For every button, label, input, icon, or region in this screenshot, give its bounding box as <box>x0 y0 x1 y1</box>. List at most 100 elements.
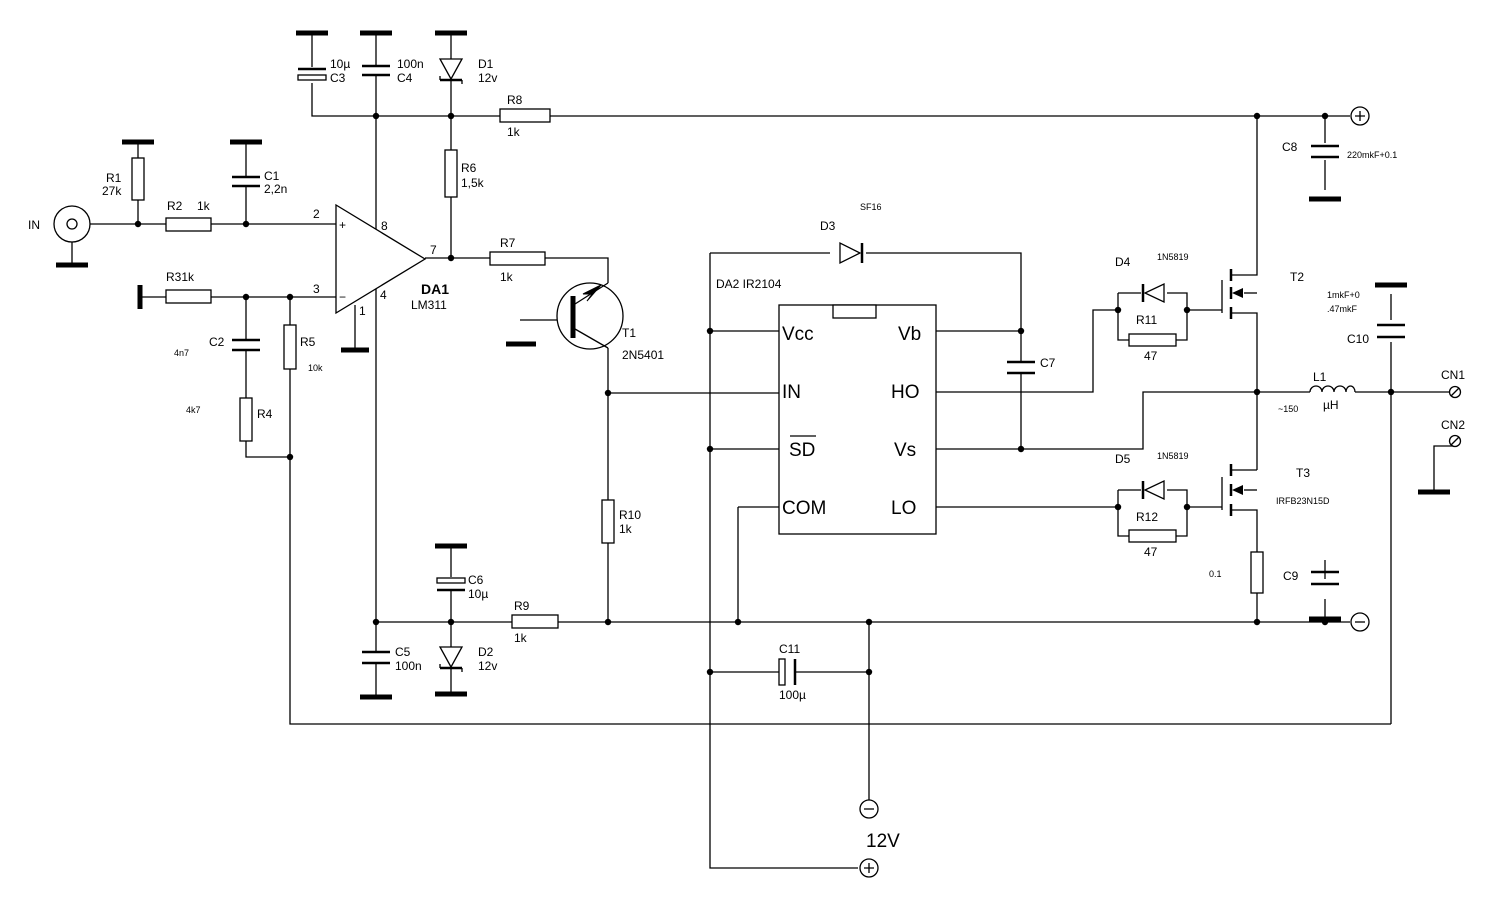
r10-label: R10 <box>619 508 641 522</box>
c10-value-1: 1mkF+0 <box>1327 290 1360 300</box>
r9-value: 1k <box>514 631 528 645</box>
t1-value: 2N5401 <box>622 348 664 362</box>
c3-value: 10µ <box>330 57 350 71</box>
t1-emitter-arrow <box>582 284 602 302</box>
d2-value: 12v <box>478 659 497 673</box>
r12-value: 47 <box>1144 545 1158 559</box>
r2-value: 1k <box>197 199 211 213</box>
driver-ic-da2: DA2 IR2104 Vcc Vb IN HO SD Vs COM LO <box>716 277 937 535</box>
wires <box>90 83 1455 869</box>
diode-d2: D2 12v <box>438 633 497 694</box>
c6-label: C6 <box>468 573 484 587</box>
pin-7: 7 <box>430 243 437 257</box>
c2-value: 4n7 <box>174 348 189 358</box>
cn2-label: CN2 <box>1441 418 1465 432</box>
c10-label: C10 <box>1347 332 1369 346</box>
r8-value: 1k <box>507 125 521 139</box>
transistor-t1: T1 2N5401 <box>556 282 664 362</box>
da1-label: DA1 <box>421 281 449 297</box>
input-connector: IN <box>28 205 91 265</box>
da2-label: DA2 IR2104 <box>716 277 782 291</box>
capacitor-c3: 10µ C3 <box>297 33 350 85</box>
capacitor-c1: C1 2,2n <box>232 165 287 196</box>
d2-label: D2 <box>478 645 494 659</box>
c6-value: 10µ <box>468 587 488 601</box>
opamp-da1: + − 2 3 8 7 4 1 DA1 LM311 <box>313 203 449 318</box>
inductor-l1: L1 ~150 µH <box>1278 370 1356 414</box>
c11-value: 100µ <box>779 688 806 702</box>
pin-vs: Vs <box>894 440 916 461</box>
d4-value: 1N5819 <box>1157 252 1189 262</box>
d4-label: D4 <box>1115 255 1131 269</box>
capacitor-c2: C2 4n7 <box>174 330 260 358</box>
r9-label: R9 <box>514 599 530 613</box>
da1-value: LM311 <box>411 298 447 312</box>
pin-vb: Vb <box>898 324 921 345</box>
mosfet-t2: T2 <box>1221 269 1304 319</box>
r5-label: R5 <box>300 335 316 349</box>
c5-value: 100n <box>395 659 422 673</box>
t3-arrow <box>1232 485 1243 495</box>
cn1-label: CN1 <box>1441 368 1465 382</box>
supply-12v-label: 12V <box>866 831 900 852</box>
r4-label: R4 <box>257 407 273 421</box>
t2-label: T2 <box>1290 270 1304 284</box>
c3-label: C3 <box>330 71 346 85</box>
capacitor-c8: C8 220mkF+0.1 <box>1282 140 1397 160</box>
pin-in: IN <box>782 382 801 403</box>
resistor-r9: R9 1k <box>511 599 559 645</box>
l1-label: L1 <box>1313 370 1327 384</box>
diode-d1: D1 12v <box>438 33 497 85</box>
supply-bars <box>56 30 1450 700</box>
d3-value: SF16 <box>860 202 882 212</box>
c8-label: C8 <box>1282 140 1298 154</box>
d1-value: 12v <box>478 71 497 85</box>
t1-label: T1 <box>622 326 636 340</box>
t2-arrow <box>1232 288 1243 298</box>
terminal-plus-12v <box>859 858 879 878</box>
c4-value: 100n <box>397 57 424 71</box>
resistor-r8: R8 1k <box>499 93 551 139</box>
c5-label: C5 <box>395 645 411 659</box>
r10-value: 1k <box>619 522 633 536</box>
capacitor-c10: C10 1mkF+0 .47mkF <box>1327 290 1405 346</box>
input-label: IN <box>28 218 40 232</box>
pin-8: 8 <box>381 219 388 233</box>
resistor-r11: R11 47 <box>1128 313 1177 363</box>
pin-3: 3 <box>313 282 320 296</box>
c9-label: C9 <box>1283 569 1299 583</box>
terminal-cn1: CN1 <box>1441 368 1465 399</box>
r5-value: 10k <box>308 363 323 373</box>
r4-value: 4k7 <box>186 405 201 415</box>
c10-value-2: .47mkF <box>1327 304 1358 314</box>
pin-com: COM <box>782 498 826 519</box>
d3-label: D3 <box>820 219 836 233</box>
resistor-r4: R4 4k7 <box>186 397 273 442</box>
opamp-plus-sign: + <box>339 218 346 232</box>
resistor-shunt <box>1250 551 1264 594</box>
r2-label: R2 <box>167 199 183 213</box>
r1-value: 27k <box>102 184 122 198</box>
c1-label: C1 <box>264 169 280 183</box>
t3-label: T3 <box>1296 466 1310 480</box>
c7-label: C7 <box>1040 356 1056 370</box>
resistor-r12: R12 47 <box>1128 510 1177 559</box>
resistor-r6: R6 1,5k <box>444 149 485 198</box>
opamp-minus-sign: − <box>339 290 346 304</box>
terminal-minus-right <box>1350 612 1370 632</box>
r8-label: R8 <box>507 93 523 107</box>
r7-label: R7 <box>500 236 516 250</box>
r7-value: 1k <box>500 270 514 284</box>
pin-sd: SD <box>789 440 815 461</box>
c8-value: 220mkF+0.1 <box>1347 150 1397 160</box>
pin-1: 1 <box>359 304 366 318</box>
pin-2: 2 <box>313 207 320 221</box>
capacitor-c7: C7 <box>1007 356 1056 378</box>
r12-label: R12 <box>1136 510 1158 524</box>
c11-label: C11 <box>779 642 800 656</box>
capacitor-c9: C9 0.1 <box>1209 569 1339 586</box>
r3-label: R31k <box>166 270 195 284</box>
capacitor-c5: C5 100n <box>362 643 422 697</box>
resistor-r1: R1 27k <box>102 157 145 201</box>
